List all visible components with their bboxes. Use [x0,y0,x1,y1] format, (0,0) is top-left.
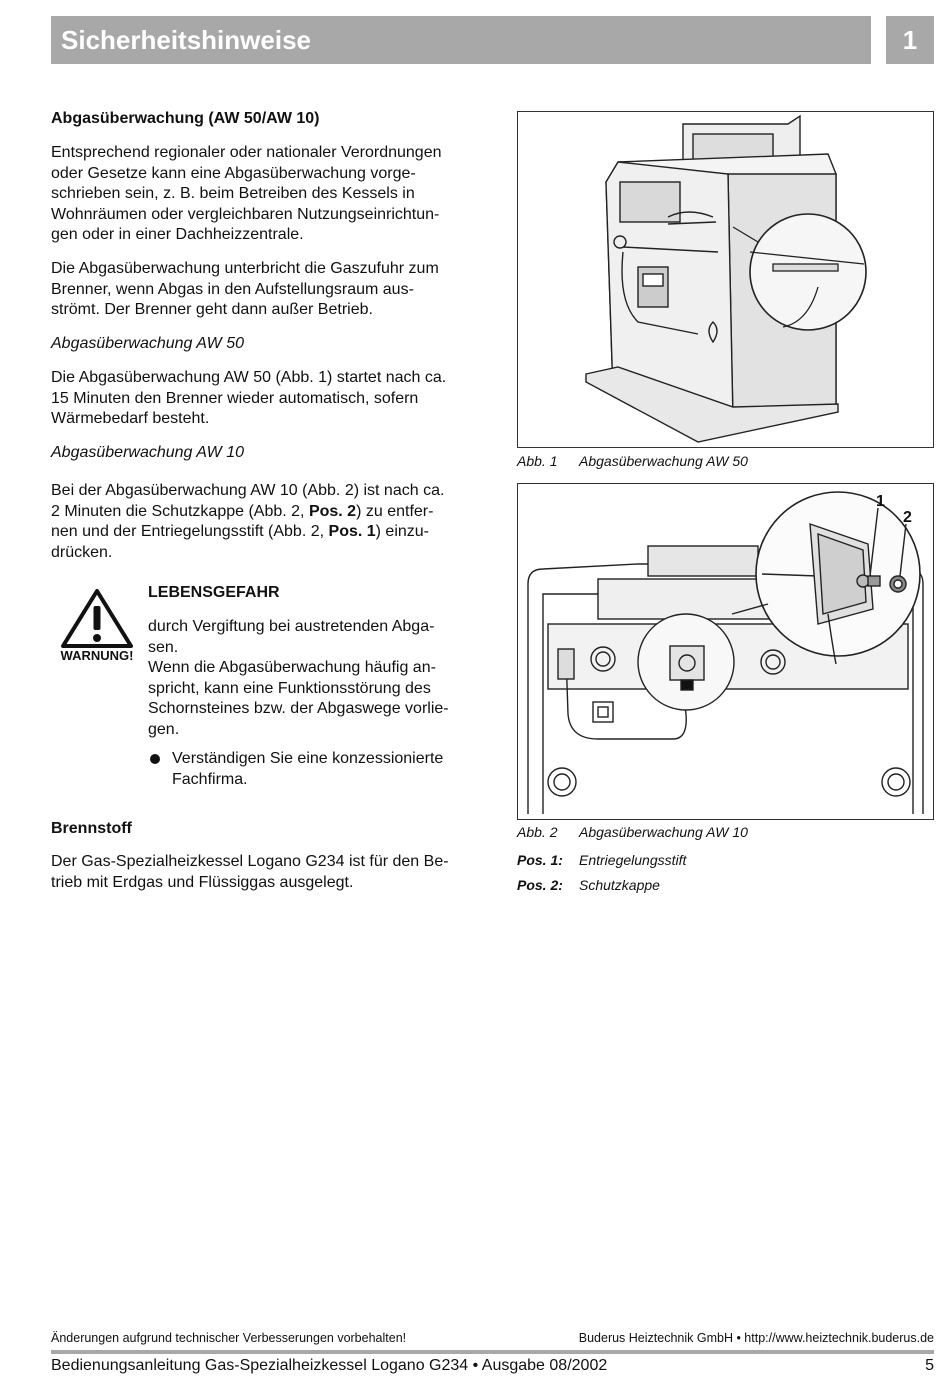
section-title: Sicherheitshinweise [61,25,311,55]
warning-triangle-icon [61,589,133,648]
footer-company: Buderus Heiztechnik GmbH • http://www.he… [578,1331,934,1345]
text-line: Entsprechend regionaler oder nationaler … [51,144,442,161]
text-line: oder Gesetze kann eine Abgasüberwachung … [51,164,416,182]
text-line: Die Abgasüberwachung AW 50 (Abb. 1) star… [51,369,447,386]
text-line: spricht, kann eine Funktionsstörung des [148,679,431,697]
text-line: Verständigen Sie eine konzessionierte [172,750,444,767]
position-legend-1: Pos. 1:Entriegelungsstift [517,852,687,868]
warning-text: durch Vergiftung bei austretenden Abga- … [148,617,468,740]
subheading-aw10: Abgasüberwachung AW 10 [51,444,245,461]
aw10-illustration: 1 2 [527,491,924,814]
text-line: strömt. Der Brenner geht dann außer Betr… [51,301,373,318]
paragraph-intro: Entsprechend regionaler oder nationaler … [51,143,471,246]
page-number: 5 [925,1357,934,1374]
footer-document-title: Bedienungsanleitung Gas-Spezialheizkesse… [51,1357,608,1374]
text-line: Brenner, wenn Abgas in den Aufstellungsr… [51,280,414,298]
text-line: gen oder in einer Dachheizzentrale. [51,226,304,243]
text-line: Bei der Abgasüberwachung AW 10 (Abb. 2) … [51,482,445,499]
subheading-aw50: Abgasüberwachung AW 50 [51,335,245,352]
chapter-number: 1 [886,16,934,64]
paragraph-gaszufuhr: Die Abgasüberwachung unterbricht die Gas… [51,259,471,321]
paragraph-aw50: Die Abgasüberwachung AW 50 (Abb. 1) star… [51,368,471,430]
text-line: Wenn die Abgasüberwachung häufig an- [148,659,436,676]
text-line: durch Vergiftung bei austretenden Abga- [148,618,435,635]
paragraph-brennstoff: Der Gas-Spezialheizkessel Logano G234 is… [51,852,471,893]
bullet-icon [150,754,160,764]
figure-2-aw10: 1 2 [517,483,934,820]
figure-1-boiler-aw50 [517,111,934,448]
heading-abgasueberwachung: Abgasüberwachung (AW 50/AW 10) [51,110,320,127]
text-line: Wohnräumen oder vergleichbaren Nutzungse… [51,205,440,223]
footer-divider [51,1350,934,1354]
warning-bullet-text: Verständigen Sie eine konzessionierte Fa… [172,749,472,790]
position-legend-2: Pos. 2:Schutzkappe [517,877,660,893]
text-line: sen. [148,638,179,656]
text-line: gen. [148,720,180,738]
text-line: Fachfirma. [172,770,248,788]
section-header: Sicherheitshinweise [51,16,871,64]
text-line: nen und der Entriegelungsstift (Abb. 2, … [51,523,430,540]
text-line: Wärmebedarf besteht. [51,410,210,427]
text-line: Der Gas-Spezialheizkessel Logano G234 is… [51,853,449,870]
text-line: 15 Minuten den Brenner wieder automatisc… [51,389,419,407]
heading-brennstoff: Brennstoff [51,820,132,837]
warning-title: LEBENSGEFAHR [148,584,280,601]
text-line: Die Abgasüberwachung unterbricht die Gas… [51,260,439,277]
paragraph-aw10: Bei der Abgasüberwachung AW 10 (Abb. 2) … [51,481,471,563]
text-line: trieb mit Erdgas und Flüssiggas ausgeleg… [51,873,354,891]
text-line: 2 Minuten die Schutzkappe (Abb. 2, Pos. … [51,502,434,520]
text-line: schrieben sein, z. B. beim Betreiben des… [51,185,415,202]
boiler-illustration [585,114,867,443]
callout-2: 2 [903,509,912,526]
warning-label: WARNUNG! [60,648,134,663]
callout-1: 1 [876,493,885,510]
text-line: Schornsteines bzw. der Abgaswege vorlie- [148,700,449,717]
text-line: drücken. [51,543,113,561]
footer-disclaimer: Änderungen aufgrund technischer Verbesse… [51,1331,407,1345]
